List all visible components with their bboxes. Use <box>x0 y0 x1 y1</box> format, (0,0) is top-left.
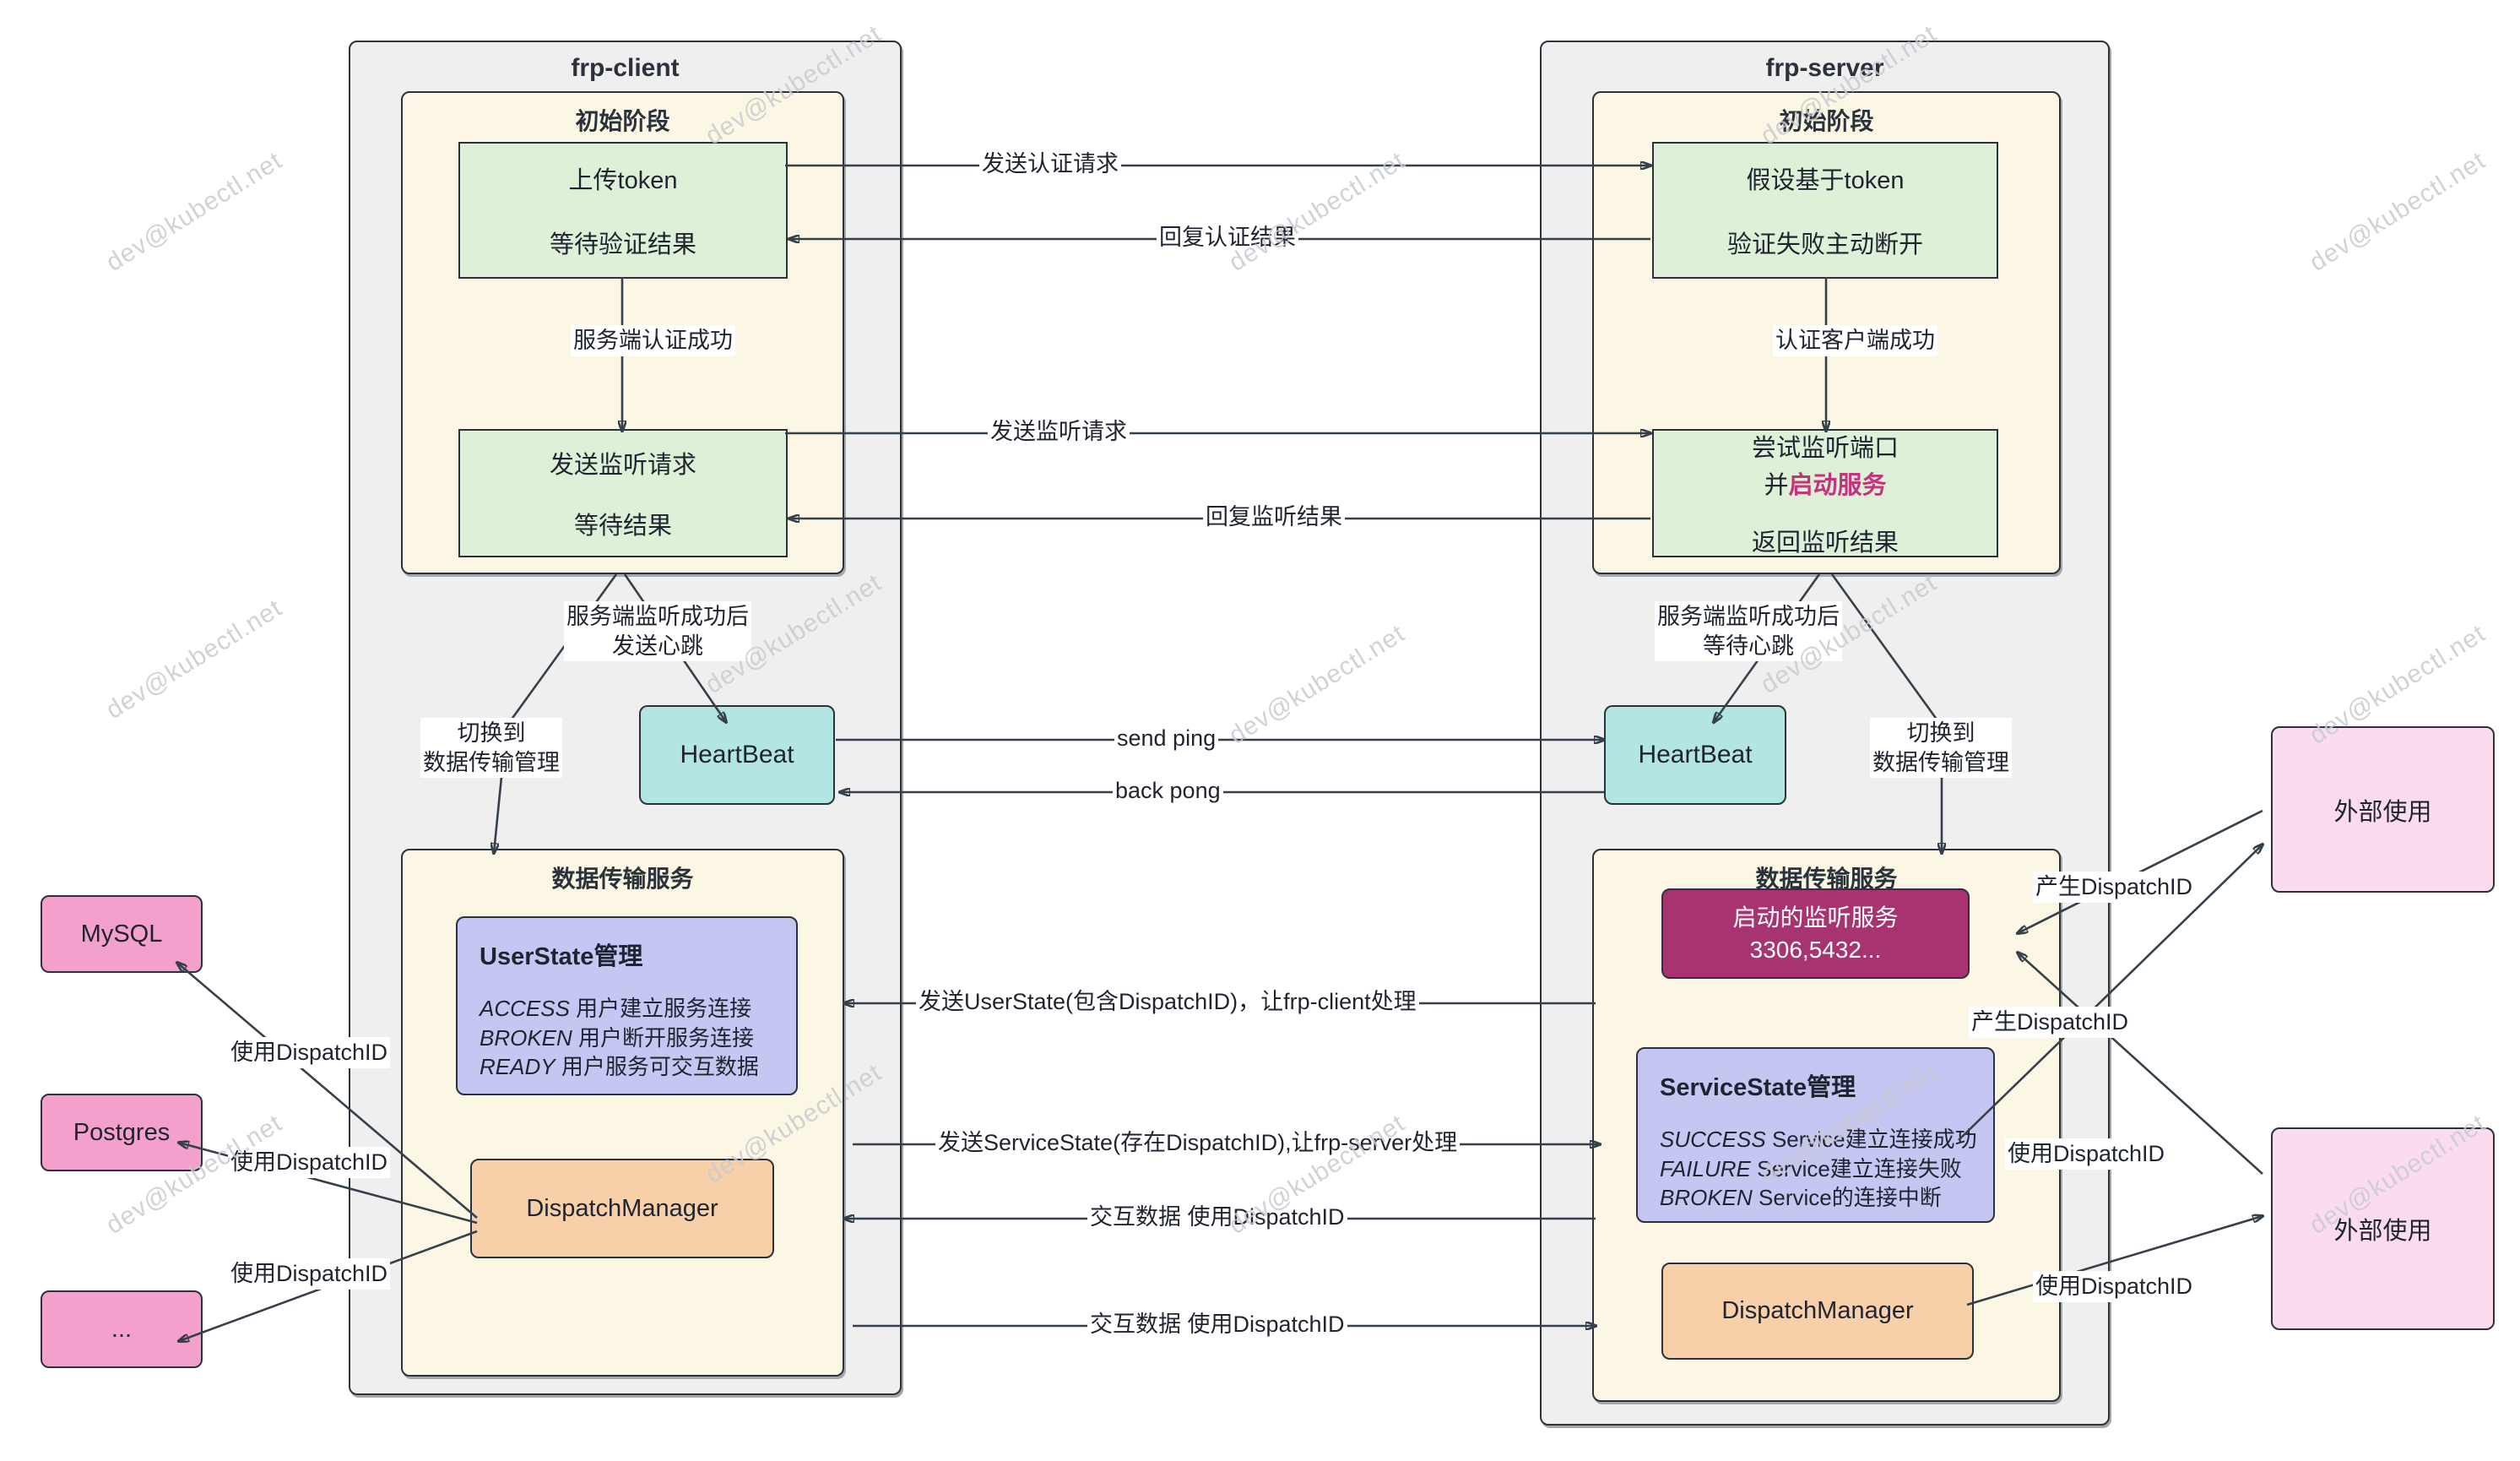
node-listening-services: 启动的监听服务 3306,5432... <box>1661 888 1970 979</box>
edge-label-auth-reply: 回复认证结果 <box>1157 222 1298 253</box>
node-client-send-listen-request-line2: 等待结果 <box>573 513 672 540</box>
edge-label-auth-request: 发送认证请求 <box>979 149 1121 180</box>
servicestate-row: SUCCESS Service建立连接成功 <box>1660 1125 1977 1154</box>
servicestate-row-desc: Service的连接中断 <box>1759 1185 1942 1211</box>
phase-client-init-title: 初始阶段 <box>575 108 670 134</box>
edge-label-client-heartbeat-note: 服务端监听成功后 发送心跳 <box>564 601 751 662</box>
node-postgres: Postgres <box>41 1094 203 1171</box>
edge-label-send-servicestate: 发送ServiceState(存在DispatchID),让frp-server… <box>935 1127 1461 1159</box>
node-server-heartbeat-label: HeartBeat <box>1638 741 1753 769</box>
node-userstate-manager: UserState管理 ACCESS 用户建立服务连接 BROKEN 用户断开服… <box>456 916 798 1095</box>
edge-label-server-auth-ok: 认证客户端成功 <box>1773 325 1937 356</box>
servicestate-row-state: SUCCESS <box>1660 1127 1766 1152</box>
node-servicestate-manager-header: ServiceState管理 <box>1660 1074 1856 1101</box>
servicestate-row-state: BROKEN <box>1660 1185 1753 1211</box>
servicestate-row-state: FAILURE <box>1660 1155 1751 1181</box>
edge-label-exchange-data-2: 交互数据 使用DispatchID <box>1087 1309 1347 1340</box>
node-more-databases: ... <box>41 1290 203 1368</box>
userstate-row: ACCESS 用户建立服务连接 <box>480 994 751 1024</box>
node-servicestate-manager: ServiceState管理 SUCCESS Service建立连接成功 FAI… <box>1636 1047 1995 1223</box>
node-external-usage-top-label: 外部使用 <box>2333 798 2432 826</box>
userstate-row-desc: 用户服务可交互数据 <box>561 1054 759 1080</box>
node-more-databases-label: ... <box>111 1315 133 1343</box>
userstate-row-desc: 用户建立服务连接 <box>576 996 752 1021</box>
edge-label-use-dispatchid-mysql: 使用DispatchID <box>228 1037 391 1068</box>
node-userstate-manager-header: UserState管理 <box>480 943 643 970</box>
servicestate-row: FAILURE Service建立连接失败 <box>1660 1154 1962 1184</box>
edge-label-use-dispatchid-ext-bottom: 使用DispatchID <box>2033 1271 2196 1302</box>
edge-label-server-switch: 切换到 数据传输管理 <box>1870 718 2012 779</box>
node-postgres-label: Postgres <box>73 1118 171 1146</box>
node-server-try-listen-port-line2: 并启动服务 <box>1764 465 1886 501</box>
servicestate-row-desc: Service建立连接失败 <box>1757 1155 1962 1181</box>
userstate-row-desc: 用户断开服务连接 <box>578 1024 755 1051</box>
node-listening-services-line1: 启动的监听服务 <box>1732 904 1899 931</box>
node-client-upload-token: 上传token 等待验证结果 <box>458 142 788 279</box>
edge-label-back-pong: back pong <box>1113 775 1223 807</box>
edge-label-listen-reply: 回复监听结果 <box>1203 502 1345 533</box>
node-mysql-label: MySQL <box>80 920 163 948</box>
edge-label-use-dispatchid-postgres: 使用DispatchID <box>228 1147 391 1178</box>
node-external-usage-top: 外部使用 <box>2271 726 2495 893</box>
userstate-row-state: BROKEN <box>480 1024 572 1051</box>
edge-label-exchange-data-1: 交互数据 使用DispatchID <box>1087 1202 1347 1233</box>
node-client-send-listen-request: 发送监听请求 等待结果 <box>458 429 788 557</box>
node-client-heartbeat-label: HeartBeat <box>680 741 794 769</box>
userstate-row: BROKEN 用户断开服务连接 <box>480 1024 754 1053</box>
node-server-assume-token-line2: 验证失败主动断开 <box>1726 231 1923 258</box>
userstate-row-state: READY <box>480 1054 555 1080</box>
node-server-try-listen-port-line1: 尝试监听端口 <box>1751 435 1899 462</box>
node-listening-services-line2: 3306,5432... <box>1749 936 1882 963</box>
userstate-row-state: ACCESS <box>480 996 570 1021</box>
edge-label-send-userstate: 发送UserState(包含DispatchID)，让frp-client处理 <box>916 986 1419 1018</box>
node-server-dispatch-manager: DispatchManager <box>1661 1263 1974 1360</box>
edge-label-use-dispatchid-ext-top: 使用DispatchID <box>2005 1138 2168 1170</box>
node-server-heartbeat: HeartBeat <box>1604 705 1786 805</box>
edge-label-client-switch: 切换到 数据传输管理 <box>420 718 562 779</box>
node-server-assume-token: 假设基于token 验证失败主动断开 <box>1652 142 1998 279</box>
edge-label-send-ping: send ping <box>1114 723 1219 754</box>
node-server-assume-token-line1: 假设基于token <box>1746 167 1905 194</box>
node-client-heartbeat: HeartBeat <box>639 705 835 805</box>
node-external-usage-bottom-label: 外部使用 <box>2333 1218 2432 1245</box>
node-client-upload-token-line2: 等待验证结果 <box>549 231 696 258</box>
node-server-try-listen-port-accent: 启动服务 <box>1788 472 1887 499</box>
node-client-dispatch-manager: DispatchManager <box>470 1159 774 1258</box>
phase-client-data-service-title: 数据传输服务 <box>551 866 694 892</box>
phase-server-init-title: 初始阶段 <box>1779 108 1874 134</box>
node-server-try-listen-port: 尝试监听端口 并启动服务 返回监听结果 <box>1652 429 1998 557</box>
servicestate-row: BROKEN Service的连接中断 <box>1660 1183 1942 1213</box>
edge-label-produce-dispatchid-bottom: 产生DispatchID <box>1969 1007 2132 1038</box>
edge-label-client-auth-ok: 服务端认证成功 <box>571 325 735 356</box>
node-client-upload-token-line1: 上传token <box>568 167 678 194</box>
edge-label-server-heartbeat-note: 服务端监听成功后 等待心跳 <box>1655 601 1842 662</box>
node-external-usage-bottom: 外部使用 <box>2271 1127 2495 1330</box>
node-server-try-listen-port-line3: 返回监听结果 <box>1751 530 1899 557</box>
node-client-send-listen-request-line1: 发送监听请求 <box>549 452 696 479</box>
edge-label-listen-request: 发送监听请求 <box>988 416 1130 448</box>
node-server-try-listen-port-prefix: 并 <box>1764 472 1789 499</box>
servicestate-row-desc: Service建立连接成功 <box>1771 1127 1977 1152</box>
userstate-row: READY 用户服务可交互数据 <box>480 1052 759 1082</box>
node-client-dispatch-manager-label: DispatchManager <box>526 1194 718 1222</box>
panel-frp-server-title: frp-server <box>1765 54 1884 82</box>
phase-server-data-service-title: 数据传输服务 <box>1755 866 1898 892</box>
node-server-dispatch-manager-label: DispatchManager <box>1721 1297 1914 1324</box>
edge-label-use-dispatchid-more: 使用DispatchID <box>228 1258 391 1290</box>
panel-frp-client-title: frp-client <box>571 54 680 82</box>
edge-label-produce-dispatchid-top: 产生DispatchID <box>2033 872 2196 903</box>
